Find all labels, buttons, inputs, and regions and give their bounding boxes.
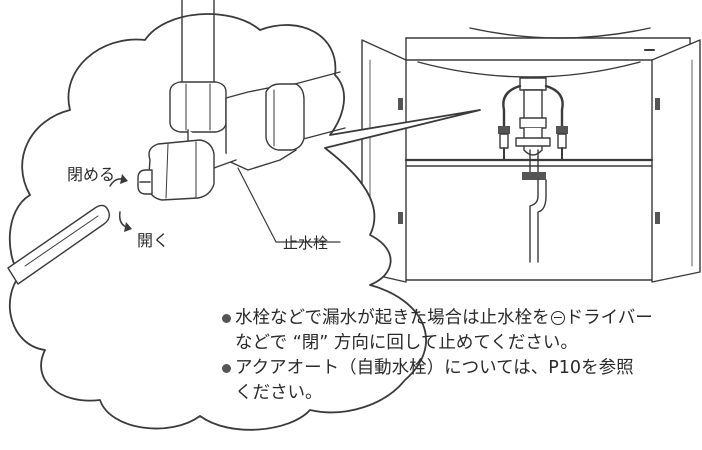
vanity-cabinet: [361, 27, 701, 283]
open-arrow-head: [124, 222, 132, 232]
open-label: 開く: [137, 231, 170, 250]
minus-screwdriver-icon: [550, 311, 565, 325]
note-line-cont: ください。: [235, 383, 323, 403]
stop-valve-label: 止水栓: [283, 234, 329, 252]
right-door: [651, 39, 701, 283]
screwdriver: [7, 204, 111, 285]
note-line: 水栓などで漏水が起きた場合は止水栓をドライバー: [235, 308, 653, 328]
bullet-icon: [222, 314, 231, 323]
rotation-arrows: [109, 174, 132, 232]
note-item: 水栓などで漏水が起きた場合は止水栓をドライバー などで “閉” 方向に回して止め…: [222, 306, 662, 356]
bullet-icon: [222, 364, 231, 373]
note-line-cont: などで “閉” 方向に回して止めてください。: [235, 333, 578, 353]
stop-valve-closeup: [137, 0, 346, 201]
speech-bubble: [8, 13, 481, 431]
note-line: アクアオート（自動水栓）については、P10を参照: [235, 358, 634, 378]
instruction-notes: 水栓などで漏水が起きた場合は止水栓をドライバー などで “閉” 方向に回して止め…: [222, 306, 662, 406]
valve-leader-line: [237, 167, 341, 243]
close-label: 閉める: [67, 165, 116, 184]
close-arrow-head: [120, 174, 128, 184]
note-item: アクアオート（自動水栓）については、P10を参照 ください。: [222, 356, 662, 406]
